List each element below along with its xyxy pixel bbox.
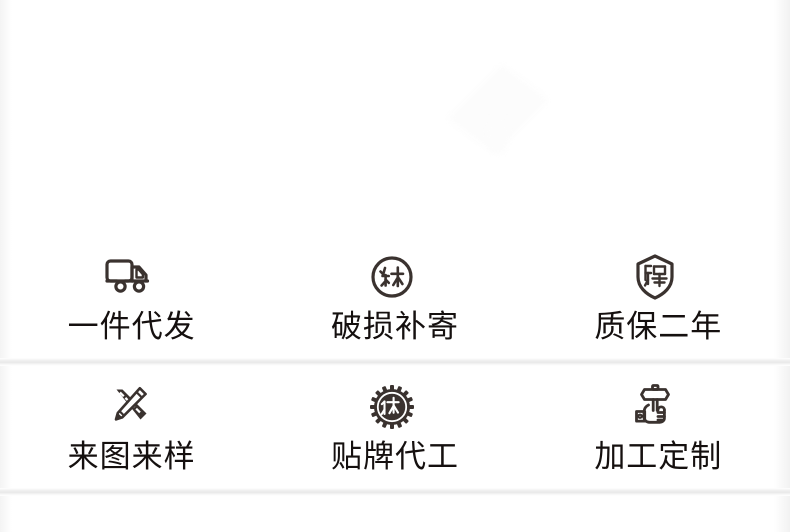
circle-bu-character-icon (366, 251, 418, 303)
watermark-diamond-icon (446, 63, 550, 155)
feature-label: 一件代发 (67, 308, 196, 345)
feature-row: 一件代发 (0, 236, 790, 358)
feature-label: 来图来样 (67, 438, 196, 475)
feature-cell-drop-shipping[interactable]: 一件代发 (0, 251, 263, 344)
row-divider (0, 358, 790, 366)
feature-cell-oem-branding[interactable]: 贴牌代工 (263, 381, 526, 474)
feature-cell-damage-reship[interactable]: 破损补寄 (263, 251, 526, 344)
feature-label: 质保二年 (594, 308, 723, 345)
feature-cell-custom-processing[interactable]: 加工定制 (527, 381, 790, 474)
feature-label: 破损补寄 (330, 308, 459, 345)
feature-cell-custom-drawing-sample[interactable]: 来图来样 (0, 381, 263, 474)
service-feature-grid: 一件代发 (0, 236, 790, 496)
delivery-truck-icon (103, 251, 155, 303)
bottom-divider (0, 488, 790, 496)
pencil-ruler-icon (103, 381, 155, 433)
hand-hammer-icon (629, 381, 681, 433)
watermark-tail-icon (487, 112, 509, 154)
feature-row: 来图来样 (0, 366, 790, 488)
feature-cell-two-year-warranty[interactable]: 质保二年 (527, 251, 790, 344)
feature-label: 贴牌代工 (330, 438, 459, 475)
shield-bao-character-icon (629, 251, 681, 303)
feature-label: 加工定制 (594, 438, 723, 475)
badge-dai-character-icon (366, 381, 418, 433)
